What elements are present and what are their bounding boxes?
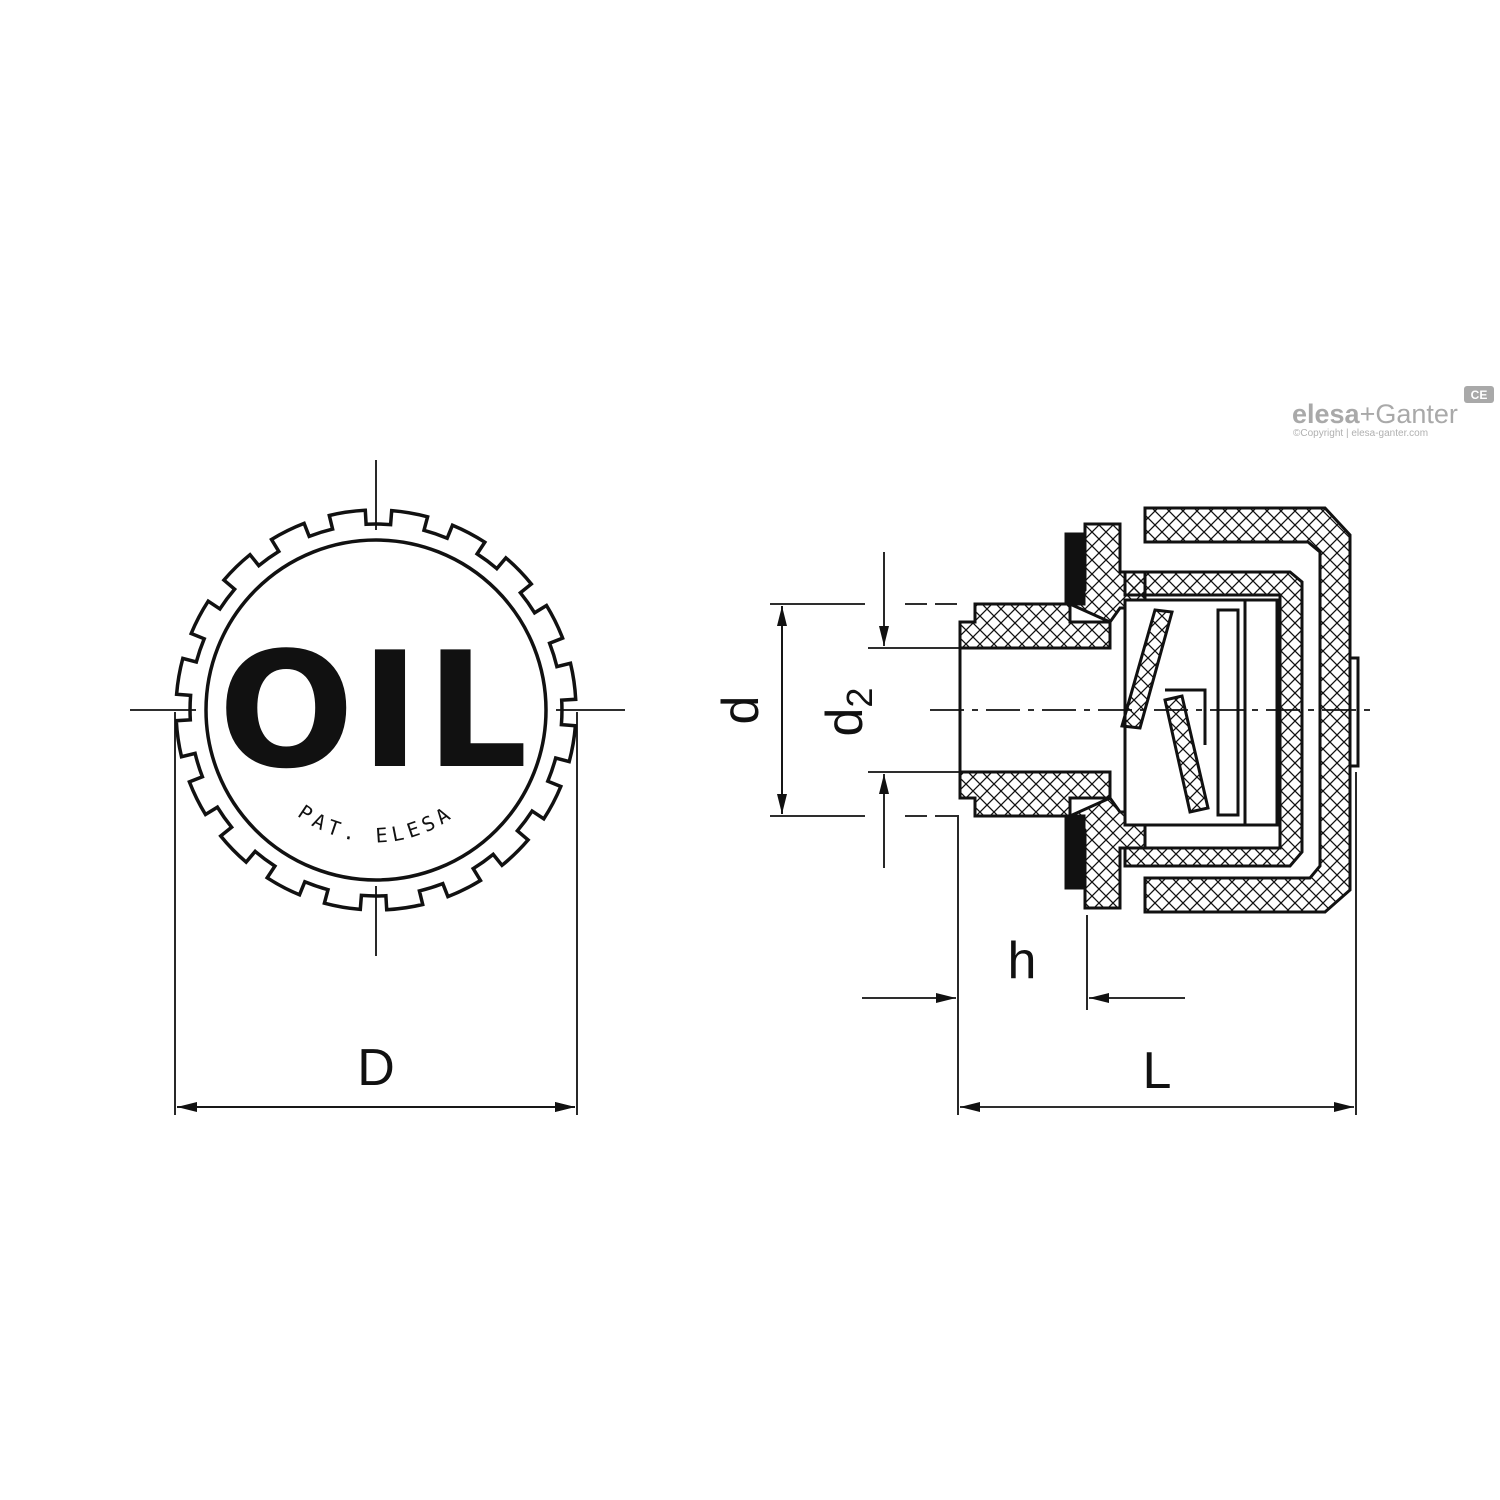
copyright-text: ©Copyright | elesa-ganter.com	[1293, 428, 1428, 439]
dimension-L	[960, 772, 1357, 1115]
cap-insert	[1123, 570, 1304, 868]
inner-plate	[1243, 598, 1279, 827]
side-section-view	[958, 506, 1360, 914]
patent-label: PAT. ELESA	[294, 800, 459, 848]
dimension-label-d2: d2	[816, 688, 880, 737]
knurled-cap-edge	[174, 508, 578, 912]
brand-name: elesa+Ganter	[1292, 399, 1458, 429]
ce-mark-badge	[1464, 386, 1494, 403]
gasket-lower	[1064, 814, 1086, 890]
dimension-d	[770, 603, 960, 817]
dimension-label-D: D	[357, 1039, 395, 1097]
dimension-label-L: L	[1143, 1042, 1172, 1100]
valve-seat	[1165, 688, 1207, 745]
ce-mark: CE	[1471, 388, 1488, 402]
dimension-label-h: h	[1008, 932, 1037, 990]
front-view: OIL PAT. ELESA	[130, 460, 625, 956]
dimension-h	[862, 815, 1185, 1115]
cap-oil-label: OIL	[218, 617, 534, 804]
dimension-label-d: d	[712, 696, 770, 725]
dimension-d2	[868, 552, 960, 868]
valve-flap-lower	[1163, 694, 1210, 814]
thread-section-upper	[958, 602, 1112, 650]
cap-top-button	[1348, 656, 1360, 768]
gasket-upper	[1064, 532, 1086, 606]
inner-ring	[1216, 608, 1240, 817]
brand-logo: elesa+Ganter CE ©Copyright | elesa-gante…	[1292, 386, 1494, 439]
cap-face-circle	[204, 538, 548, 882]
valve-flap-upper	[1120, 608, 1174, 730]
cap-shell	[1143, 506, 1352, 914]
